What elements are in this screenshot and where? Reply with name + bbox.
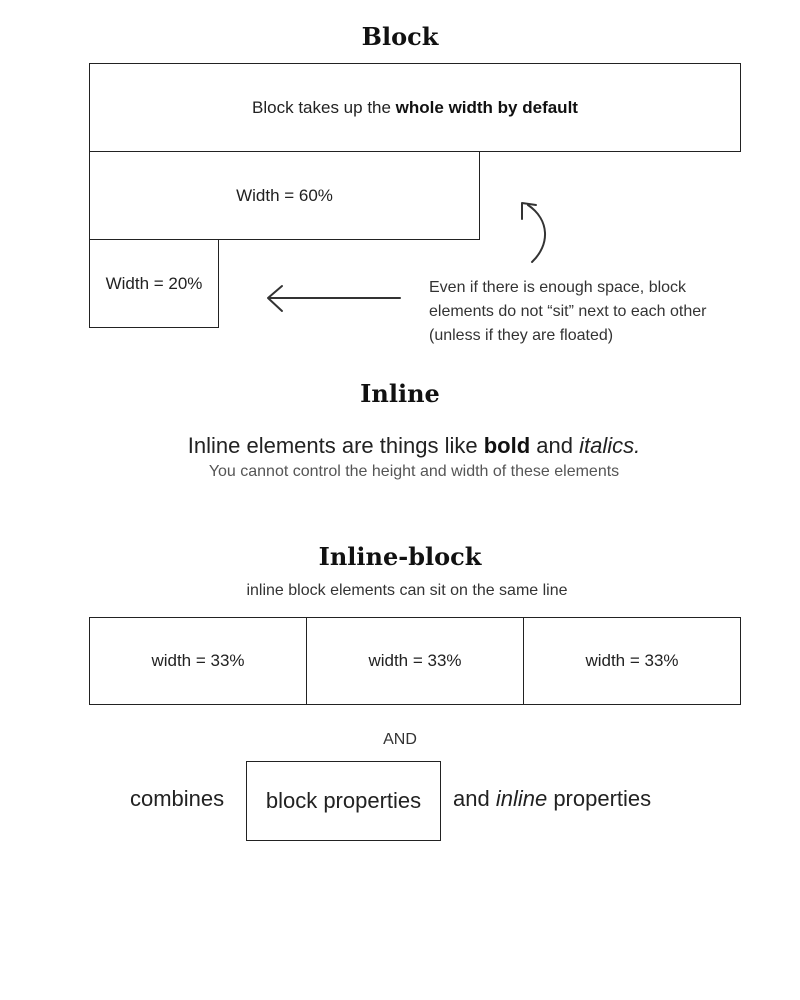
block-properties-label: block properties: [265, 788, 422, 813]
block-20-box: Width = 20%: [89, 239, 219, 328]
inline-text-a: Inline elements are things like: [187, 433, 484, 458]
block-heading: Block: [361, 22, 439, 51]
inline-block-box-label: width = 33%: [585, 651, 679, 670]
inline-text-b: and: [530, 433, 580, 458]
block-full-width-label: Block takes up the whole width by defaul…: [252, 98, 578, 118]
block-20-label: Width = 20%: [105, 273, 203, 293]
and-word: and: [453, 786, 496, 811]
block-note: Even if there is enough space, block ele…: [429, 276, 789, 348]
block-full-width-box: Block takes up the whole width by defaul…: [89, 63, 741, 152]
inline-block-box-2: width = 33%: [306, 617, 524, 705]
block-note-line-3: (unless if they are floated): [429, 327, 614, 344]
inline-block-subtitle: inline block elements can sit on the sam…: [246, 582, 568, 599]
left-arrow-icon: [267, 285, 401, 312]
inline-italic-example: italics.: [579, 433, 641, 458]
inline-heading: Inline: [360, 379, 440, 408]
block-full-width-text: Block takes up the: [252, 97, 396, 117]
combines-text: combines: [130, 786, 225, 811]
inline-bold-example: bold: [483, 433, 531, 458]
inline-subtext: You cannot control the height and width …: [208, 463, 620, 480]
properties-word: properties: [547, 786, 652, 811]
curved-up-arrow-icon: [521, 202, 546, 263]
and-label: AND: [383, 731, 417, 748]
inline-block-box-1: width = 33%: [89, 617, 307, 705]
inline-block-box-3: width = 33%: [523, 617, 741, 705]
inline-block-box-label: width = 33%: [368, 651, 462, 670]
block-60-box: Width = 60%: [89, 151, 480, 240]
inline-description: Inline elements are things like bold and…: [0, 433, 800, 459]
block-60-label: Width = 60%: [236, 185, 333, 205]
inline-block-heading: Inline-block: [318, 542, 482, 571]
block-full-width-bold-text: whole width by default: [395, 97, 578, 117]
inline-italic-word: inline: [495, 786, 548, 811]
block-properties-box: block properties: [246, 761, 441, 841]
block-note-line-1: Even if there is enough space, block: [429, 279, 687, 296]
block-note-line-2: elements do not “sit” next to each other: [429, 303, 707, 320]
inline-properties-text: and inline properties: [453, 786, 651, 812]
inline-block-box-label: width = 33%: [151, 651, 245, 670]
